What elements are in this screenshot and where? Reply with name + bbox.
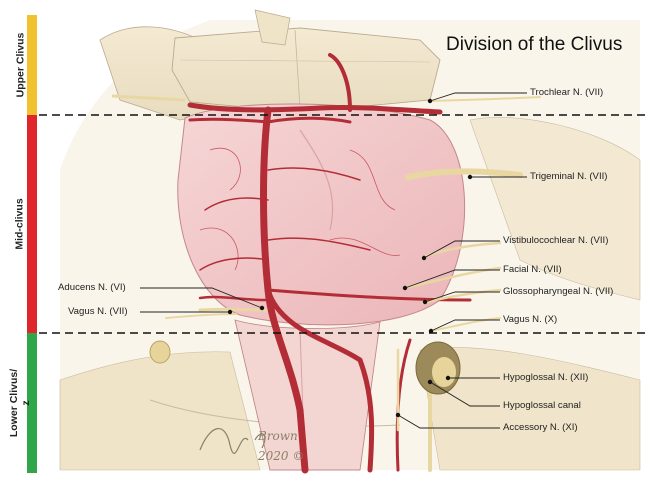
label-hypoglossal-canal: Hypoglossal canal [503,400,581,412]
lower-clivus-label: Lower Clivus/ z [8,369,32,437]
upper-clivus-label-wrap: Upper Clivus [13,15,27,115]
upper-clivus-label: Upper Clivus [14,33,26,98]
label-aducens: Aducens N. (VI) [58,282,126,294]
label-hypoglossal: Hypoglossal N. (XII) [503,372,588,384]
diagram-title: Division of the Clivus [446,34,622,56]
signature-year: 2020 © [257,449,304,463]
upper-clivus-bar [27,15,37,115]
signature-text: Brown [257,429,298,443]
label-vagus-left: Vagus N. (VII) [68,306,128,318]
label-accessory: Accessory N. (XI) [503,422,578,434]
mid-clivus-label: Mid-clivus [14,198,26,249]
label-facial: Facial N. (VII) [503,264,562,276]
mid-clivus-label-wrap: Mid-clivus [13,115,27,333]
label-trigeminal: Trigeminal N. (VII) [530,171,607,183]
label-glossopharyngeal: Glossopharyngeal N. (VII) [503,286,613,298]
lower-clivus-label-wrap: Lower Clivus/ z [13,333,27,473]
label-vestibulocochlear: Vistibulocochlear N. (VII) [503,235,608,247]
mid-clivus-bar [27,115,37,333]
label-vagus-right: Vagus N. (X) [503,314,557,326]
label-trochlear: Trochlear N. (VII) [530,87,603,99]
